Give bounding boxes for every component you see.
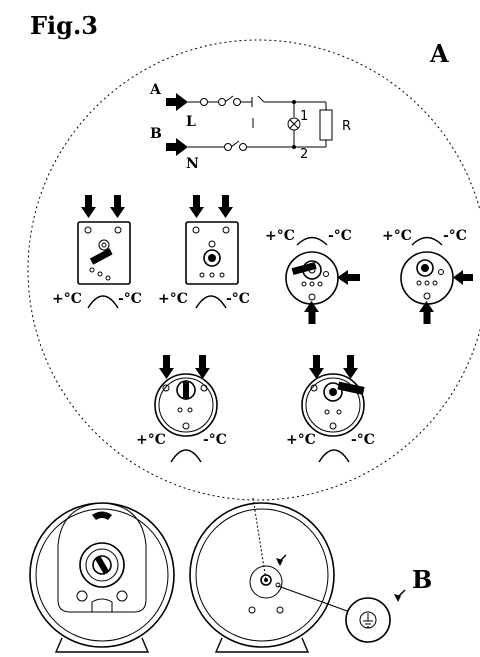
arrow-icon [337, 270, 360, 285]
thermostat-rect-1: +°C -°C [52, 195, 142, 309]
figure-title: Fig.3 [30, 11, 98, 40]
input-b-label: B [150, 126, 162, 142]
rotation-arc [87, 295, 119, 309]
arrow-icon [81, 195, 96, 218]
temp-minus-label: -°C [226, 291, 250, 307]
rotation-arc [170, 449, 202, 463]
wiring-diagram: A B L N [149, 82, 351, 172]
thermostat-round-3: +°C -°C [136, 355, 227, 463]
temp-minus-label: -°C [118, 291, 142, 307]
arrow-icon [343, 355, 358, 379]
temp-plus-label: +°C [158, 291, 188, 307]
arrow-icon [195, 355, 210, 379]
arrow-icon [159, 355, 174, 379]
thermostat-round-1: +°C -°C [265, 228, 360, 324]
detail-label-a: A [429, 39, 449, 68]
arrow-icon [453, 270, 473, 285]
rotation-arc [195, 295, 227, 309]
heater-tank-left [29, 502, 175, 653]
thermostat-rect-2: +°C -°C [158, 195, 250, 309]
arrow-icon [304, 301, 319, 324]
thermostat-round-2: +°C -°C [382, 228, 473, 324]
resistor-label: R [342, 119, 351, 134]
terminal-2-label: 2 [300, 147, 308, 162]
temp-plus-label: +°C [382, 228, 412, 244]
rotation-arc [318, 449, 350, 463]
rotation-arc [296, 236, 328, 246]
arrow-icon [110, 195, 125, 218]
arrow-icon [166, 93, 188, 111]
leader-line [252, 497, 267, 581]
temp-minus-label: -°C [203, 432, 227, 448]
temp-minus-label: -°C [443, 228, 467, 244]
earth-terminal-detail [277, 585, 406, 643]
arrow-icon [309, 355, 324, 379]
arrow-icon [218, 195, 233, 218]
arrow-icon [276, 554, 287, 566]
terminal-1-label: 1 [300, 109, 308, 124]
temp-plus-label: +°C [136, 432, 166, 448]
temp-minus-label: -°C [351, 432, 375, 448]
thermostat-round-4: +°C -°C [286, 355, 375, 463]
heater-tank-right [189, 502, 335, 653]
detail-circle [27, 39, 480, 501]
neutral-label: N [186, 156, 199, 172]
earth-icon [359, 611, 377, 629]
temp-minus-label: -°C [328, 228, 352, 244]
arrow-icon [419, 301, 434, 324]
temp-plus-label: +°C [265, 228, 295, 244]
arrow-icon [189, 195, 204, 218]
arrow-icon [166, 138, 188, 156]
input-a-label: A [149, 82, 162, 98]
rotation-arc [411, 236, 443, 246]
resistor-symbol [319, 109, 333, 141]
arrow-icon [394, 589, 406, 602]
live-label: L [186, 114, 196, 130]
detail-label-b: B [412, 565, 432, 594]
temp-plus-label: +°C [286, 432, 316, 448]
temp-plus-label: +°C [52, 291, 82, 307]
